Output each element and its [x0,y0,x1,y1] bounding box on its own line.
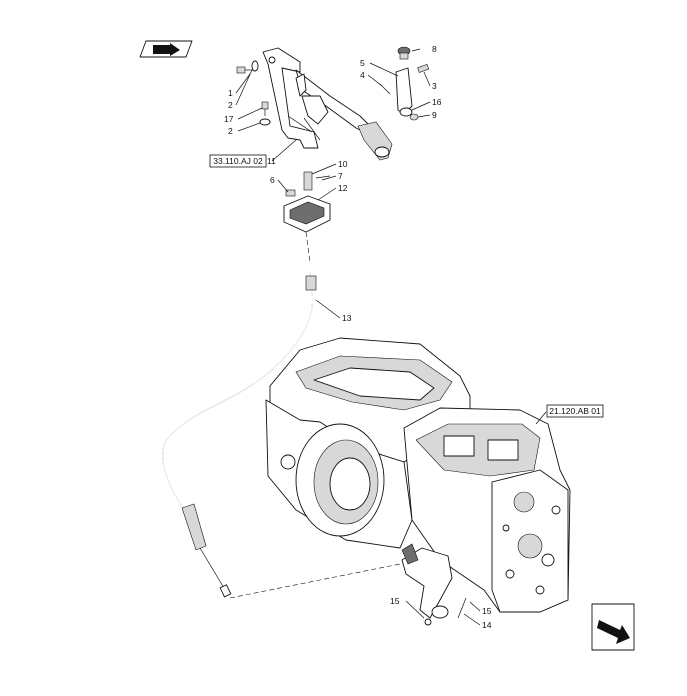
callout-label: 8 [432,44,437,54]
callout-label: 17 [224,114,234,124]
switch-housing [277,163,337,263]
callout-label: 15 [482,606,492,616]
callout-label: 9 [432,110,437,120]
callout-label: 10 [338,159,348,169]
callout-label: 2 [228,100,233,110]
reference-pedal-group[interactable]: 33.110.AJ 02 [209,154,267,168]
bracket-parts-right [367,46,431,121]
callout-labels: 1 2 17 2 11 5 4 8 3 16 9 10 7 6 12 13 15… [224,44,492,630]
callout-leaders-top [235,69,297,162]
view-direction-arrow-icon [139,40,193,58]
callout-label: 3 [432,81,437,91]
callout-label: 12 [338,183,348,193]
callout-label: 11 [267,156,276,166]
callout-label: 6 [270,175,275,185]
reference-transmission[interactable]: 21.120.AB 01 [546,404,604,418]
callout-label: 15 [390,596,400,606]
callout-label: 1 [228,88,233,98]
control-cable [162,271,421,599]
callout-label: 7 [338,171,343,181]
callout-label: 13 [342,313,352,323]
pedal-bracket-assembly [236,47,393,161]
view-direction-arrow-icon [591,603,635,651]
reference-transmission-text: 21.120.AB 01 [549,406,601,416]
reference-pedal-group-text: 33.110.AJ 02 [213,156,263,166]
callout-label: 5 [360,58,365,68]
callout-label: 16 [432,97,442,107]
transmission-housing [265,337,571,626]
callout-label: 14 [482,620,492,630]
callout-label: 4 [360,70,365,80]
callout-label: 2 [228,126,233,136]
